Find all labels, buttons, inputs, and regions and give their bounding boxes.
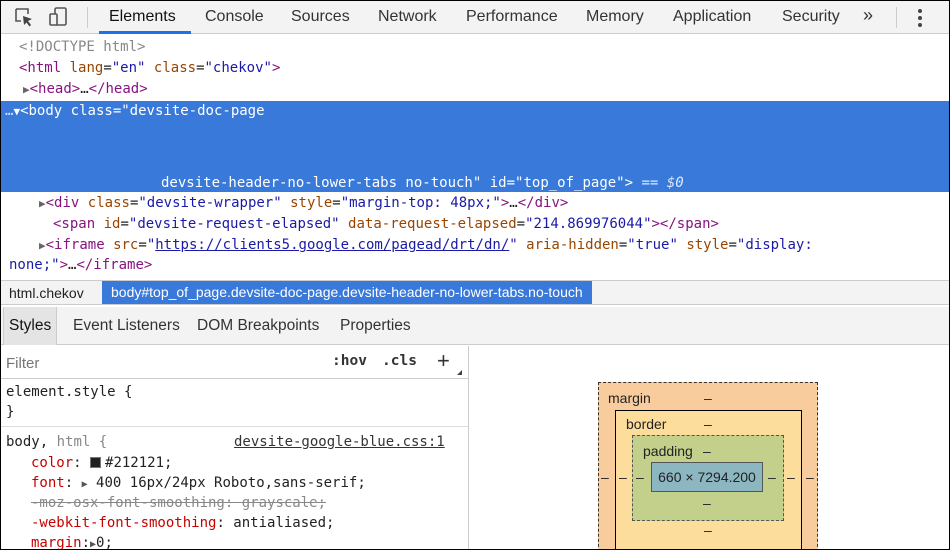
styles-filter-bar: :hov .cls + <box>1 346 468 379</box>
padding-bottom-value[interactable]: – <box>703 495 711 511</box>
expand-triangle-icon[interactable]: ▶ <box>23 83 30 96</box>
style-property-font[interactable]: font: ▶ 400 16px/24px Roboto,sans-serif; <box>31 475 366 491</box>
toolbar-separator <box>87 7 88 28</box>
border-label: border <box>626 416 667 432</box>
dom-node-div-wrapper[interactable]: ▶<div class="devsite-wrapper" style="mar… <box>39 195 569 211</box>
styles-filter-input[interactable] <box>6 352 316 374</box>
border-left-value[interactable]: – <box>619 469 627 485</box>
margin-top-value[interactable]: – <box>704 390 712 406</box>
devtools-toolbar: Elements Console Sources Network Perform… <box>1 1 949 34</box>
tab-memory[interactable]: Memory <box>586 8 644 25</box>
active-tab-indicator <box>99 31 191 34</box>
new-style-rule-button[interactable]: + <box>437 348 450 373</box>
device-toolbar-icon[interactable] <box>48 6 70 28</box>
rule-divider <box>1 426 468 427</box>
more-options-icon[interactable] <box>917 8 923 28</box>
rule-source-link[interactable]: devsite-google-blue.css:1 <box>234 434 445 450</box>
element-style-close: } <box>6 404 15 420</box>
dom-node-head[interactable]: ▶<head>…</head> <box>23 81 148 97</box>
tab-properties[interactable]: Properties <box>340 317 411 334</box>
box-model-content[interactable]: 660 × 7294.200 <box>651 462 763 492</box>
style-property-moz-font-smoothing[interactable]: -moz-osx-font-smoothing: grayscale; <box>31 495 327 511</box>
tab-styles[interactable]: Styles <box>3 307 58 345</box>
breadcrumb: html.chekov body#top_of_page.devsite-doc… <box>1 280 949 305</box>
margin-right-value[interactable]: – <box>806 469 814 485</box>
style-property-webkit-font-smoothing[interactable]: -webkit-font-smoothing: antialiased; <box>31 515 335 531</box>
expand-shorthand-icon[interactable]: ▶ <box>81 479 88 490</box>
border-right-value[interactable]: – <box>787 469 795 485</box>
padding-right-value[interactable]: – <box>768 469 776 485</box>
padding-top-value[interactable]: – <box>703 443 711 459</box>
border-top-value[interactable]: – <box>704 416 712 432</box>
border-bottom-value[interactable]: – <box>704 522 712 538</box>
selected-node-marker: == $0 <box>641 175 684 191</box>
color-swatch-icon[interactable] <box>90 457 102 468</box>
tab-elements[interactable]: Elements <box>109 8 176 25</box>
dom-node-dots: … <box>5 103 14 119</box>
element-style-selector[interactable]: element.style { <box>6 384 133 400</box>
toolbar-separator <box>896 7 897 28</box>
expand-shorthand-icon[interactable]: ▶ <box>90 539 97 550</box>
dom-doctype[interactable]: <!DOCTYPE html> <box>19 39 146 55</box>
iframe-src-link[interactable]: https://clients5.google.com/pagead/drt/d… <box>155 237 510 253</box>
toggle-class-button[interactable]: .cls <box>382 353 417 369</box>
tab-console[interactable]: Console <box>205 8 264 25</box>
more-tabs-button[interactable]: » <box>863 5 874 25</box>
dom-node-iframe-continued[interactable]: none;">…</iframe> <box>9 257 153 273</box>
collapse-triangle-icon[interactable]: ▼ <box>13 105 21 118</box>
tab-performance[interactable]: Performance <box>466 8 558 25</box>
rule-selector[interactable]: body, html { <box>6 434 108 450</box>
tab-sources[interactable]: Sources <box>291 8 350 25</box>
sidebar-tabs: Styles Event Listeners DOM Breakpoints P… <box>1 307 949 345</box>
style-property-margin[interactable]: margin:▶0; <box>31 535 113 550</box>
dom-tree: <!DOCTYPE html> <html lang="en" class="c… <box>1 35 949 280</box>
tab-network[interactable]: Network <box>378 8 437 25</box>
margin-label: margin <box>608 390 651 406</box>
inspect-element-icon[interactable] <box>13 6 35 28</box>
padding-left-value[interactable]: – <box>636 469 644 485</box>
expand-triangle-icon[interactable]: ▶ <box>39 197 46 210</box>
new-rule-menu-icon[interactable] <box>457 370 462 375</box>
breadcrumb-item-body[interactable]: body#top_of_page.devsite-doc-page.devsit… <box>102 281 592 304</box>
tab-security[interactable]: Security <box>782 8 840 25</box>
styles-pane: :hov .cls + element.style { } body, html… <box>1 346 469 550</box>
dom-node-html[interactable]: <html lang="en" class="chekov"> <box>19 60 281 76</box>
breadcrumb-item-html[interactable]: html.chekov <box>9 285 84 301</box>
box-model-pane: margin – border – padding – 660 × 7294.2… <box>470 346 949 549</box>
style-property-color[interactable]: color: #212121; <box>31 455 173 471</box>
padding-label: padding <box>643 443 693 459</box>
dom-node-body-selected[interactable]: …▼<body class="devsite-doc-page devsite-… <box>1 101 949 192</box>
toggle-hover-state-button[interactable]: :hov <box>332 353 367 369</box>
tab-event-listeners[interactable]: Event Listeners <box>73 317 180 334</box>
expand-triangle-icon[interactable]: ▶ <box>39 239 46 252</box>
margin-left-value[interactable]: – <box>601 469 609 485</box>
dom-node-iframe[interactable]: ▶<iframe src="https://clients5.google.co… <box>39 237 813 253</box>
dom-node-span[interactable]: <span id="devsite-request-elapsed" data-… <box>53 216 719 232</box>
tab-application[interactable]: Application <box>673 8 752 25</box>
tab-dom-breakpoints[interactable]: DOM Breakpoints <box>197 317 320 334</box>
